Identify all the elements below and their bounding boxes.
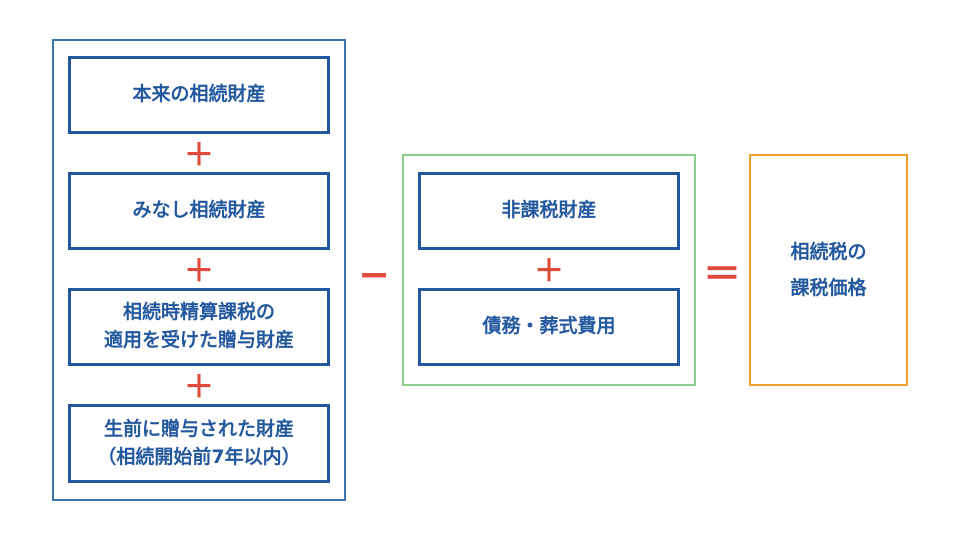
deduction-label: 債務・葬式費用 (482, 315, 616, 338)
asset-box-inherited: 本来の相続財産 (68, 56, 330, 134)
equals-operator: ＝ (703, 252, 742, 296)
result-label-line1: 相続税の (790, 240, 867, 263)
asset-label: みなし相続財産 (132, 199, 266, 222)
deduction-box-non-taxable: 非課税財産 (418, 172, 680, 250)
plus-operator: ＋ (184, 254, 214, 289)
asset-label-line2: 適用を受けた贈与財産 (103, 329, 294, 351)
minus-operator: − (358, 252, 390, 296)
deduction-box-debts-funeral: 債務・葬式費用 (418, 288, 680, 366)
asset-label-line1: 相続時精算課税の (122, 301, 275, 324)
plus-operator: ＋ (184, 138, 214, 173)
asset-box-deemed: みなし相続財産 (68, 172, 330, 250)
deduction-label: 非課税財産 (501, 199, 597, 222)
plus-operator: ＋ (184, 370, 214, 405)
plus-operator: ＋ (534, 254, 564, 289)
result-box (749, 154, 908, 386)
result-label: 相続税の 課税価格 (749, 154, 908, 386)
asset-box-settlement-gift: 相続時精算課税の 適用を受けた贈与財産 (68, 288, 330, 366)
asset-label: 本来の相続財産 (132, 83, 266, 106)
asset-box-lifetime-gift: 生前に贈与された財産 （相続開始前7年以内） (68, 404, 330, 483)
asset-label-line2: （相続開始前7年以内） (97, 445, 301, 468)
asset-label-line1: 生前に贈与された財産 (103, 417, 294, 440)
result-label-line2: 課税価格 (790, 277, 867, 299)
